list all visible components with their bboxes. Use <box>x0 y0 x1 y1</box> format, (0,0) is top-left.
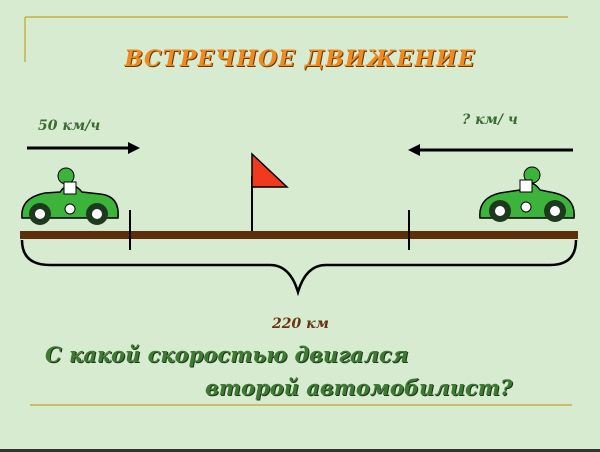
right-arrow-icon <box>27 142 140 154</box>
right-car-icon <box>479 166 575 222</box>
flag-icon <box>251 152 289 232</box>
road <box>20 231 578 239</box>
left-car-icon <box>21 167 119 225</box>
right-car-speed: ? км/ ч <box>462 112 518 128</box>
left-car-speed: 50 км/ч <box>38 118 101 134</box>
bottom-bar <box>0 449 600 452</box>
distance-brace <box>20 239 578 297</box>
question-line-2: второй автомобилист? <box>205 375 513 400</box>
slide-title: ВСТРЕЧНОЕ ДВИЖЕНИЕ <box>124 46 476 72</box>
distance-label: 220 км <box>272 316 329 332</box>
question-line-1: С какой скоростью двигался <box>45 342 409 367</box>
left-arrow-icon <box>408 144 573 156</box>
